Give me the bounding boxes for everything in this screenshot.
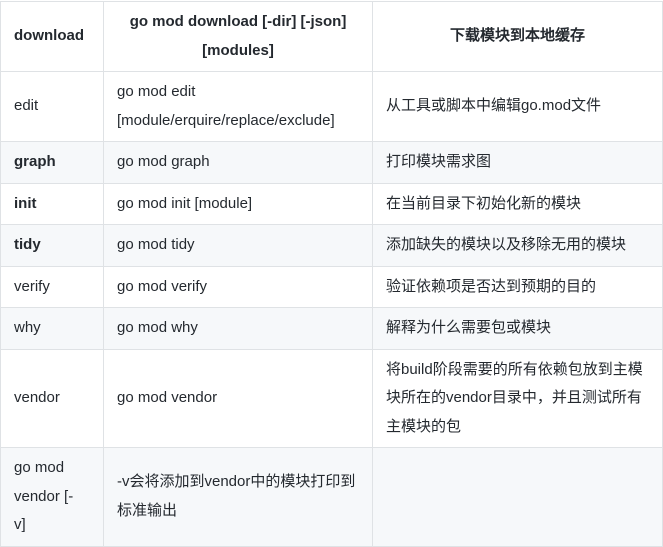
header-description-cell: 下载模块到本地缓存	[372, 1, 663, 72]
description-cell: 打印模块需求图	[372, 141, 663, 184]
table-row-tidy: tidy go mod tidy 添加缺失的模块以及移除无用的模块	[0, 224, 663, 267]
table-header-row: download go mod download [-dir] [-json] …	[0, 1, 663, 72]
command-cell: go mod vendor [-v]	[0, 447, 104, 547]
syntax-cell: go mod verify	[103, 265, 373, 308]
table-row-verify: verify go mod verify 验证依赖项是否达到预期的目的	[0, 265, 663, 308]
syntax-cell: go mod why	[103, 307, 373, 350]
header-command-cell: download	[0, 1, 104, 72]
table-row-init: init go mod init [module] 在当前目录下初始化新的模块	[0, 182, 663, 225]
table-row-vendor-v: go mod vendor [-v] -v会将添加到vendor中的模块打印到标…	[0, 447, 663, 547]
table-row-edit: edit go mod edit [module/erquire/replace…	[0, 71, 663, 142]
description-cell	[372, 447, 663, 547]
table-row-why: why go mod why 解释为什么需要包或模块	[0, 307, 663, 350]
description-cell: 添加缺失的模块以及移除无用的模块	[372, 224, 663, 267]
description-cell: 将build阶段需要的所有依赖包放到主模块所在的vendor目录中，并且测试所有…	[372, 348, 663, 448]
syntax-cell: go mod graph	[103, 141, 373, 184]
command-cell: edit	[0, 71, 104, 142]
command-cell: tidy	[0, 224, 104, 267]
table-row-graph: graph go mod graph 打印模块需求图	[0, 141, 663, 184]
syntax-cell: go mod tidy	[103, 224, 373, 267]
description-cell: 在当前目录下初始化新的模块	[372, 182, 663, 225]
description-cell: 解释为什么需要包或模块	[372, 307, 663, 350]
header-syntax-cell: go mod download [-dir] [-json] [modules]	[103, 1, 373, 72]
syntax-cell: go mod init [module]	[103, 182, 373, 225]
description-cell: 从工具或脚本中编辑go.mod文件	[372, 71, 663, 142]
table-row-vendor: vendor go mod vendor 将build阶段需要的所有依赖包放到主…	[0, 348, 663, 448]
syntax-cell: -v会将添加到vendor中的模块打印到标准输出	[103, 447, 373, 547]
command-cell: verify	[0, 265, 104, 308]
syntax-cell: go mod vendor	[103, 348, 373, 448]
syntax-cell: go mod edit [module/erquire/replace/excl…	[103, 71, 373, 142]
command-cell: graph	[0, 141, 104, 184]
command-cell: init	[0, 182, 104, 225]
command-cell: why	[0, 307, 104, 350]
description-cell: 验证依赖项是否达到预期的目的	[372, 265, 663, 308]
command-cell: vendor	[0, 348, 104, 448]
